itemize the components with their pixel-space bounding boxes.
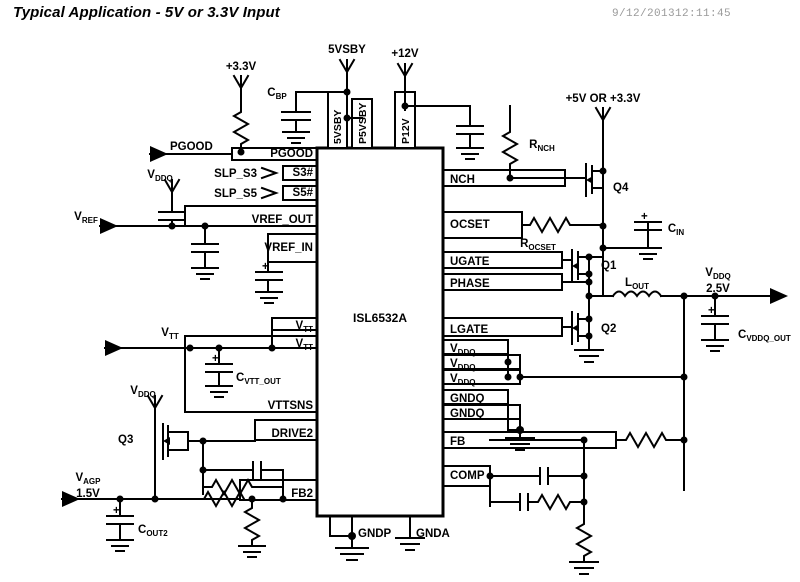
svg-text:ROCSET: ROCSET bbox=[520, 238, 556, 252]
polarity-plus-cvddq: + bbox=[708, 305, 715, 317]
svg-text:VDDQ: VDDQ bbox=[705, 267, 730, 281]
component-cvtt-out: CVTT_OUT bbox=[236, 372, 281, 386]
svg-text:CBP: CBP bbox=[267, 87, 287, 101]
component-cbp: CBP bbox=[267, 87, 287, 101]
svg-text:1.5V: 1.5V bbox=[76, 488, 100, 500]
polarity-plus-vrefin: + bbox=[262, 261, 269, 273]
pin-comp: COMP bbox=[450, 470, 485, 482]
component-cvddq-out: CVDDQ_OUT bbox=[738, 329, 791, 343]
svg-text:LOUT: LOUT bbox=[625, 277, 649, 291]
component-q3: Q3 bbox=[118, 434, 133, 446]
polarity-plus-cvtt: + bbox=[212, 353, 219, 365]
pin-pgood: PGOOD bbox=[270, 148, 313, 160]
timestamp-label: 9/12/201312:11:45 bbox=[612, 8, 732, 20]
svg-text:RNCH: RNCH bbox=[529, 139, 555, 153]
polarity-plus-cout2: + bbox=[113, 505, 120, 517]
pin-vtt-2: VTT bbox=[296, 338, 314, 352]
svg-text:VAGP: VAGP bbox=[75, 472, 101, 486]
svg-text:VDDQ: VDDQ bbox=[147, 169, 172, 183]
component-cout2: COUT2 bbox=[138, 524, 168, 538]
svg-text:2.5V: 2.5V bbox=[706, 283, 730, 295]
pin-vref-out: VREF_OUT bbox=[252, 214, 313, 226]
component-rocset: ROCSET bbox=[520, 238, 556, 252]
net-vref: VREF bbox=[74, 211, 98, 225]
svg-text:VTT: VTT bbox=[161, 327, 179, 341]
net-vddq-out: VDDQ 2.5V bbox=[705, 267, 730, 295]
signal-slp-s5: SLP_S5 bbox=[214, 188, 257, 200]
component-q1: Q1 bbox=[601, 260, 617, 272]
pin-nch: NCH bbox=[450, 174, 475, 186]
svg-text:COUT2: COUT2 bbox=[138, 524, 168, 538]
pin-lgate: LGATE bbox=[450, 324, 488, 336]
svg-text:CVDDQ_OUT: CVDDQ_OUT bbox=[738, 329, 791, 343]
component-q4: Q4 bbox=[613, 182, 629, 194]
supply-input-rail: +5V OR +3.3V bbox=[566, 93, 641, 105]
pin-ugate: UGATE bbox=[450, 256, 490, 268]
pin-vref-in: VREF_IN bbox=[264, 242, 313, 254]
supply-3v3: +3.3V bbox=[226, 61, 257, 73]
pin-gndp: GNDP bbox=[358, 528, 392, 540]
pin-fb: FB bbox=[450, 436, 465, 448]
supply-vddq-left: VDDQ bbox=[147, 169, 172, 183]
component-cin: CIN bbox=[668, 223, 685, 237]
pin-vddq-3: VDDQ bbox=[450, 373, 475, 387]
pin-vttsns: VTTSNS bbox=[268, 400, 314, 412]
pin-fb2: FB2 bbox=[291, 488, 313, 500]
svg-text:CIN: CIN bbox=[668, 223, 685, 237]
supply-5vsby: 5VSBY bbox=[328, 44, 366, 56]
pin-vtt-1: VTT bbox=[296, 320, 314, 334]
svg-text:VDDQ: VDDQ bbox=[130, 385, 155, 399]
pin-phase: PHASE bbox=[450, 278, 490, 290]
pin-s3: S3# bbox=[293, 167, 314, 179]
svg-text:VREF: VREF bbox=[74, 211, 98, 225]
page-title: Typical Application - 5V or 3.3V Input bbox=[13, 4, 280, 21]
pin-5vsby: 5VSBY bbox=[332, 110, 344, 144]
pin-drive2: DRIVE2 bbox=[271, 428, 313, 440]
signal-slp-s3: SLP_S3 bbox=[214, 168, 257, 180]
component-lout: LOUT bbox=[625, 277, 649, 291]
svg-text:CVTT_OUT: CVTT_OUT bbox=[236, 372, 281, 386]
net-vtt: VTT bbox=[161, 327, 179, 341]
ic-part-number: ISL6532A bbox=[353, 311, 407, 325]
supply-vddq-bottom: VDDQ bbox=[130, 385, 155, 399]
polarity-plus-cin: + bbox=[641, 211, 648, 223]
component-q2: Q2 bbox=[601, 323, 616, 335]
net-pgood-label: PGOOD bbox=[170, 141, 213, 153]
net-vagp: VAGP 1.5V bbox=[75, 472, 101, 500]
pin-gnda: GNDA bbox=[416, 528, 450, 540]
component-rnch: RNCH bbox=[529, 139, 555, 153]
pin-ocset: OCSET bbox=[450, 219, 490, 231]
pin-vddq-1: VDDQ bbox=[450, 343, 475, 357]
pin-vddq-2: VDDQ bbox=[450, 358, 475, 372]
pin-p12v: P12V bbox=[400, 118, 412, 144]
supply-12v: +12V bbox=[391, 48, 419, 60]
pin-s5: S5# bbox=[293, 187, 314, 199]
pin-gndq-1: GNDQ bbox=[450, 393, 485, 405]
pin-p5vsby: P5VSBY bbox=[357, 103, 369, 144]
pin-gndq-2: GNDQ bbox=[450, 408, 485, 420]
